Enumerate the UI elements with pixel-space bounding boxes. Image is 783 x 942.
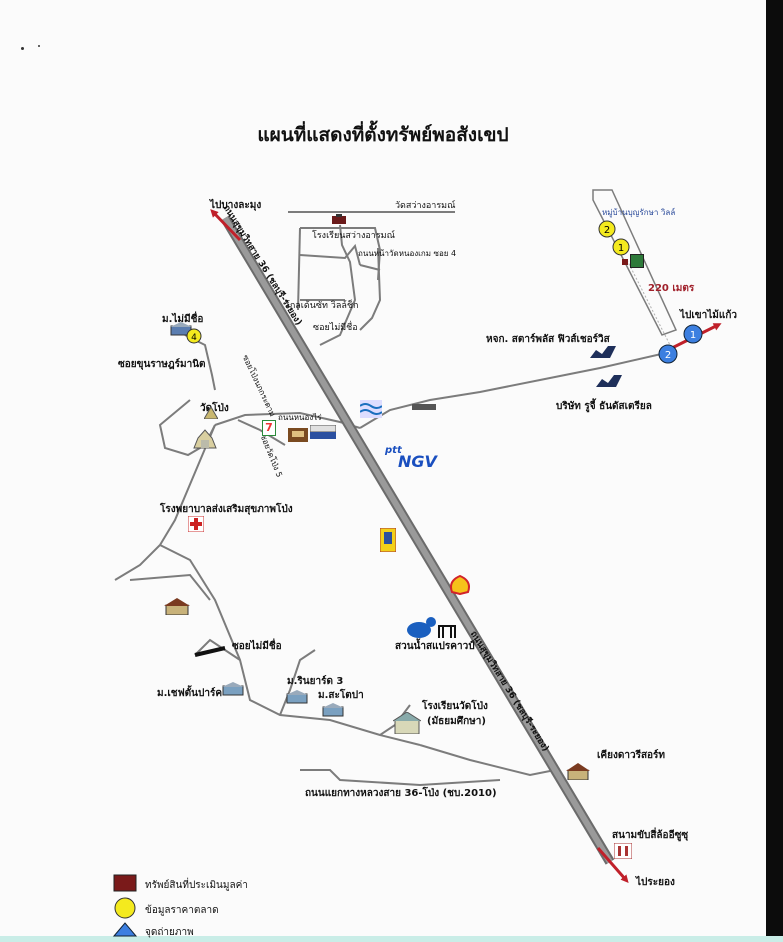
label-roundabout: ถนนหนองไร่ <box>278 413 322 422</box>
svg-text:2: 2 <box>604 225 610 236</box>
highway <box>220 215 615 865</box>
dark-road <box>194 646 226 657</box>
map-title: แผนที่แสดงที่ตั้งทรัพย์พอสังเขป <box>257 124 509 146</box>
label-wat-pong: วัดโป่ง <box>200 403 229 414</box>
resort-icon <box>566 763 590 780</box>
marker-blue-1: 1 <box>683 324 703 344</box>
house-icon <box>164 598 190 615</box>
label-village-sab: ม.รินยาร์ด 3 <box>287 676 344 687</box>
temple-icon <box>193 429 217 449</box>
label-golf: โกลเด้นซัท วิลล์ช็ก <box>285 301 359 311</box>
label-ptt: ptt <box>385 445 402 456</box>
label-hospital: โรงพยาบาลส่งเสริมสุขภาพโป่ง <box>160 504 293 515</box>
label-to-rayong: ไประยอง <box>636 877 675 888</box>
water-icon <box>360 400 382 418</box>
label-school-pong: โรงเรียนวัดโป่ง <box>422 701 488 712</box>
svg-text:1: 1 <box>690 330 696 341</box>
label-soi-no-name-top: ซอยไม่มีชื่อ <box>313 323 358 333</box>
village-sala-icon <box>322 703 344 717</box>
label-wat-sawang: วัดสว่างอารมณ์ <box>395 201 456 211</box>
factory-strip-icon <box>412 404 436 410</box>
svg-text:4: 4 <box>191 333 197 343</box>
seven-eleven-icon: 7 <box>262 420 276 436</box>
label-resort: เคียงดาวรีสอร์ท <box>597 750 666 761</box>
stadium-icon <box>614 843 632 859</box>
label-to-khao-mai-kaew: ไปเขาไม้แก้ว <box>680 310 737 321</box>
property-marker-icon <box>622 259 628 265</box>
label-stadium: สนามขับสี่ล้ออีซูซุ <box>612 830 689 841</box>
hospital-icon <box>188 516 204 532</box>
svg-text:2: 2 <box>665 350 671 361</box>
factory-icon-2 <box>596 375 622 387</box>
village-park-icon <box>222 682 244 696</box>
legend-camera-label: จุดถ่ายภาพ <box>145 927 194 938</box>
label-soi-4: ถนนหน้าวัดหนองเกม ซอย 4 <box>358 249 457 258</box>
legend-property-icon <box>113 874 137 892</box>
arrow-to-rayong <box>596 847 629 884</box>
village-sab-icon <box>286 690 308 704</box>
property-square-icon <box>630 254 644 268</box>
school-pong-icon <box>393 712 421 734</box>
label-village-no-name: ม.ไม่มีชื่อ <box>162 314 204 325</box>
store-sign-icon <box>310 425 336 439</box>
shell-icon <box>450 575 470 595</box>
label-school-sawang: โรงเรียนสว่างอารมณ์ <box>312 231 395 241</box>
marker-yellow-1: 1 <box>612 238 630 256</box>
label-village-sala: ม.สะโตปา <box>318 690 364 701</box>
label-soi-khun: ซอยขุนราษฎร์มานิต <box>118 359 206 370</box>
label-school-pong-sub: (มัธยมศึกษา) <box>427 716 486 727</box>
park-icon <box>407 617 456 638</box>
temple-roof-icon <box>204 407 218 419</box>
arrow-to-bang-lamung <box>210 209 242 242</box>
marker-yellow-2: 2 <box>598 220 616 238</box>
shop-icon <box>288 428 308 442</box>
label-lake: สวนน้ำสแปรคาวป์ <box>395 641 475 652</box>
label-star-fresh: หจก. สตาร์พลัส ฟิวส์เชอร์วิส <box>486 334 610 345</box>
legend-camera-icon <box>112 922 138 937</box>
speck <box>21 47 24 50</box>
legend-market-label: ข้อมูลราคาตลาด <box>145 905 219 916</box>
label-road-bottom: ถนนแยกทางหลวงสาย 36-โป่ง (ชบ.2010) <box>305 788 497 799</box>
label-distance: 220 เมตร <box>648 283 695 294</box>
label-to-bang-lamung: ไปบางละมุง <box>210 200 262 211</box>
factory-icon <box>590 346 616 358</box>
label-ngv: NGV <box>398 452 437 471</box>
label-village-project: หมู่บ้านบุญรักษา วิลล์ <box>602 208 676 217</box>
legend-property-label: ทรัพย์สินที่ประเมินมูลค่า <box>145 880 248 891</box>
marker-blue-2: 2 <box>658 344 678 364</box>
speck <box>38 45 40 47</box>
legend-market-icon <box>114 897 136 919</box>
bottom-strip <box>0 936 783 942</box>
fuel-sign-icon <box>380 528 396 552</box>
scan-edge <box>766 0 783 942</box>
svg-text:1: 1 <box>618 243 624 254</box>
label-ruji: บริษัท รูจี้ ธันดัสเตรียล <box>556 401 652 412</box>
marker-yellow-4: 4 <box>186 328 202 344</box>
label-village-park: ม.เชฟตั้นปาร์ค <box>157 688 223 699</box>
label-soi-no-name-bottom: ซอยไม่มีชื่อ <box>232 641 282 652</box>
school-icon <box>332 214 346 224</box>
